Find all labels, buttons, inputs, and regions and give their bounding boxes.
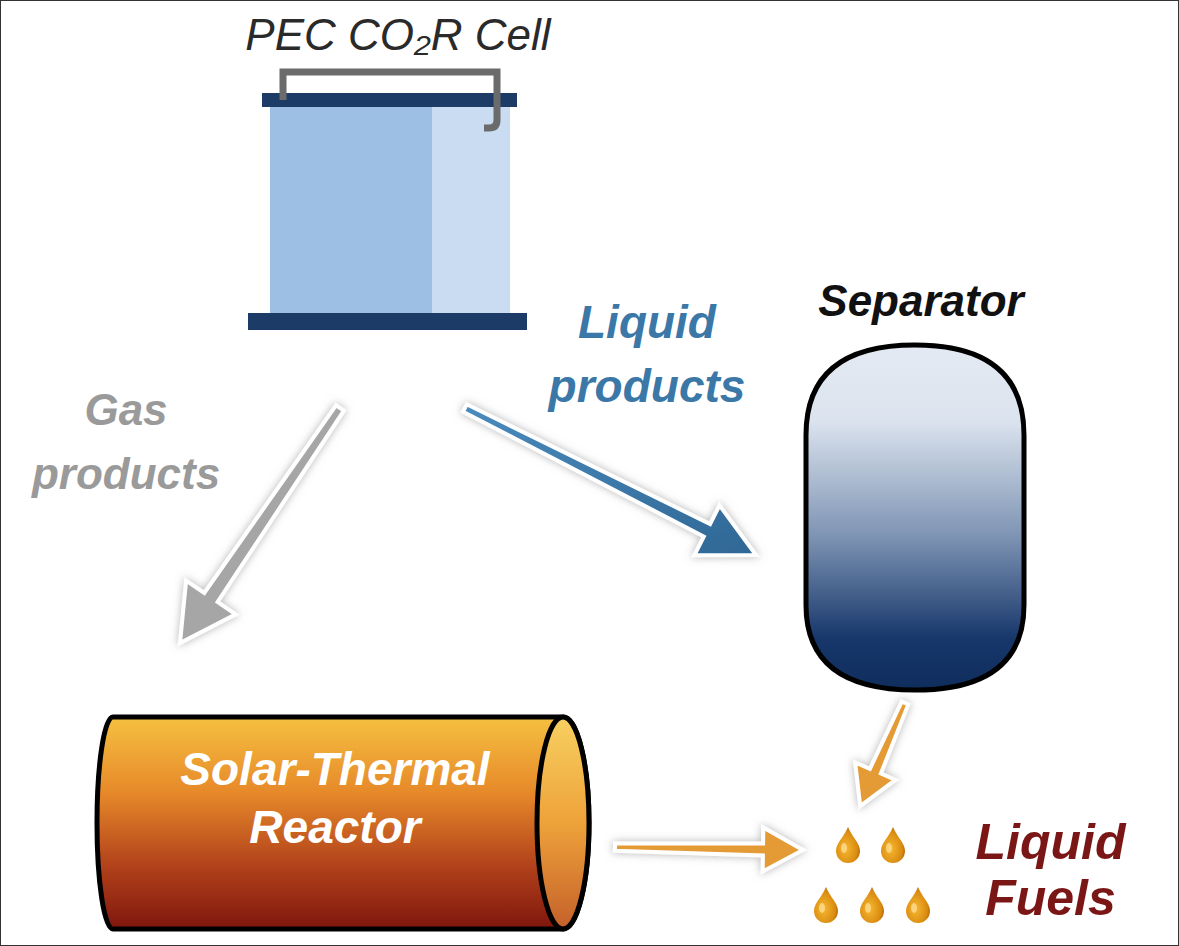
cell-handle [283,72,497,128]
node-label: Separator [796,275,1046,327]
separator-shape [796,275,1046,693]
cell-bottom-plate [248,313,527,330]
fuel-drop [906,887,930,923]
liquid-fuels: Liquid Fuels [805,810,1150,935]
flow-arrow [855,702,908,806]
fuel-drop [836,827,860,863]
drop-shine [819,903,825,913]
node-label: Solar-Thermal Reactor [155,740,515,856]
drop-shine [841,843,847,853]
cell-body-left [270,107,432,313]
edge-label: Gas products [12,378,240,506]
pec-cell: PEC CO₂R Cell [222,8,574,333]
reactor-cylinder [97,717,589,929]
cell-body-right [432,107,510,313]
drop-shine [886,843,892,853]
drop-shine [865,903,871,913]
drop-shine [911,903,917,913]
edge-label: Liquid products [522,290,772,418]
flow-arrow [180,405,344,643]
reactor-end [537,717,589,929]
fuel-drop [860,887,884,923]
flow-arrow [463,404,756,555]
solar-thermal-reactor: Solar-Thermal Reactor [93,713,593,933]
fuel-drop [814,887,838,923]
fuel-drop [881,827,905,863]
flow-arrow [615,827,803,871]
separator: Separator [796,275,1046,693]
node-label: PEC CO₂R Cell [222,10,574,60]
separator-vessel [806,345,1024,690]
node-label: Liquid Fuels [953,814,1148,926]
cell-top-plate [262,93,517,107]
